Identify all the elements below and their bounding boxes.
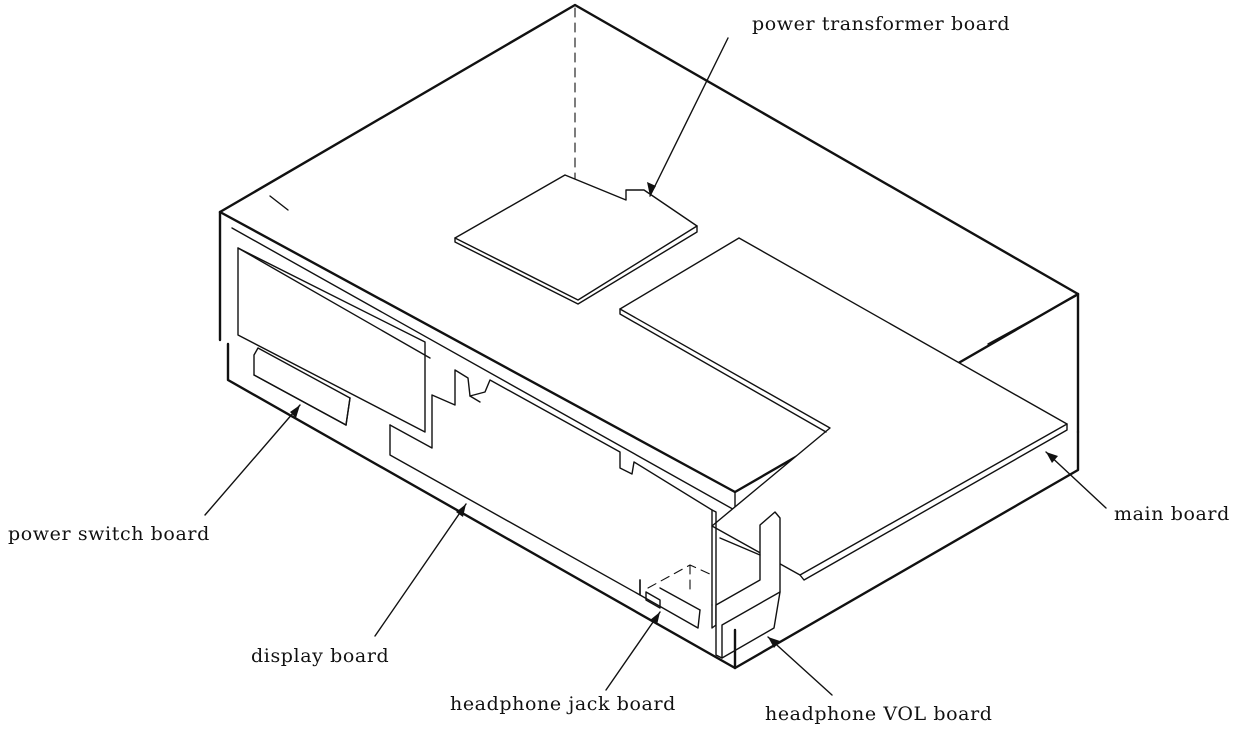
headphone-vol-board <box>715 511 781 659</box>
label-display-board: display board <box>251 645 389 667</box>
label-main-board: main board <box>1114 503 1230 525</box>
power-transformer-board <box>454 174 698 305</box>
label-power-switch-board: power switch board <box>8 523 210 545</box>
chassis-box <box>218 3 1080 670</box>
label-headphone-jack-board: headphone jack board <box>450 693 676 715</box>
label-power-transformer-board: power transformer board <box>752 13 1010 35</box>
power-switch-board <box>253 347 351 426</box>
front-panel <box>231 195 821 559</box>
label-headphone-vol-board: headphone VOL board <box>765 703 993 725</box>
main-board <box>619 237 1068 581</box>
leader-lines <box>204 37 1107 696</box>
